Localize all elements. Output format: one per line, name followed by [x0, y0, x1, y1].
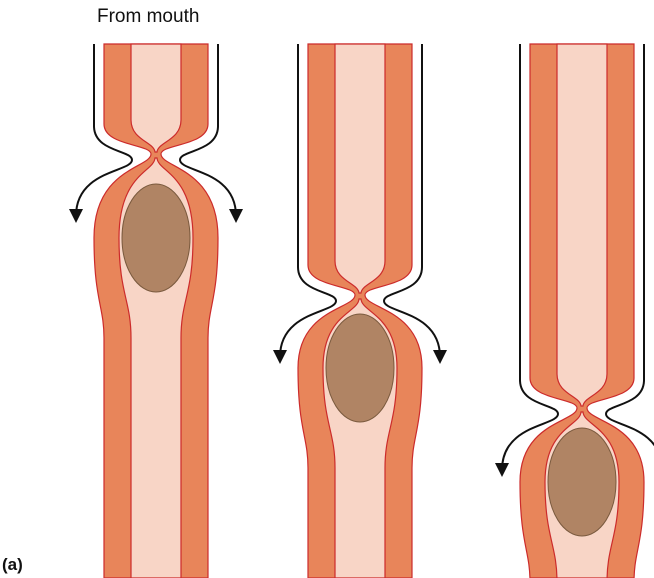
bolus-icon: [326, 314, 394, 422]
stage-3: [502, 44, 654, 578]
bolus-icon: [548, 428, 616, 536]
stage-1: [76, 44, 236, 578]
stage-2: [280, 44, 440, 578]
lumen-upper: [335, 44, 385, 293]
lumen-upper: [557, 44, 607, 406]
bolus-icon: [122, 184, 190, 292]
lumen-upper: [131, 44, 181, 152]
